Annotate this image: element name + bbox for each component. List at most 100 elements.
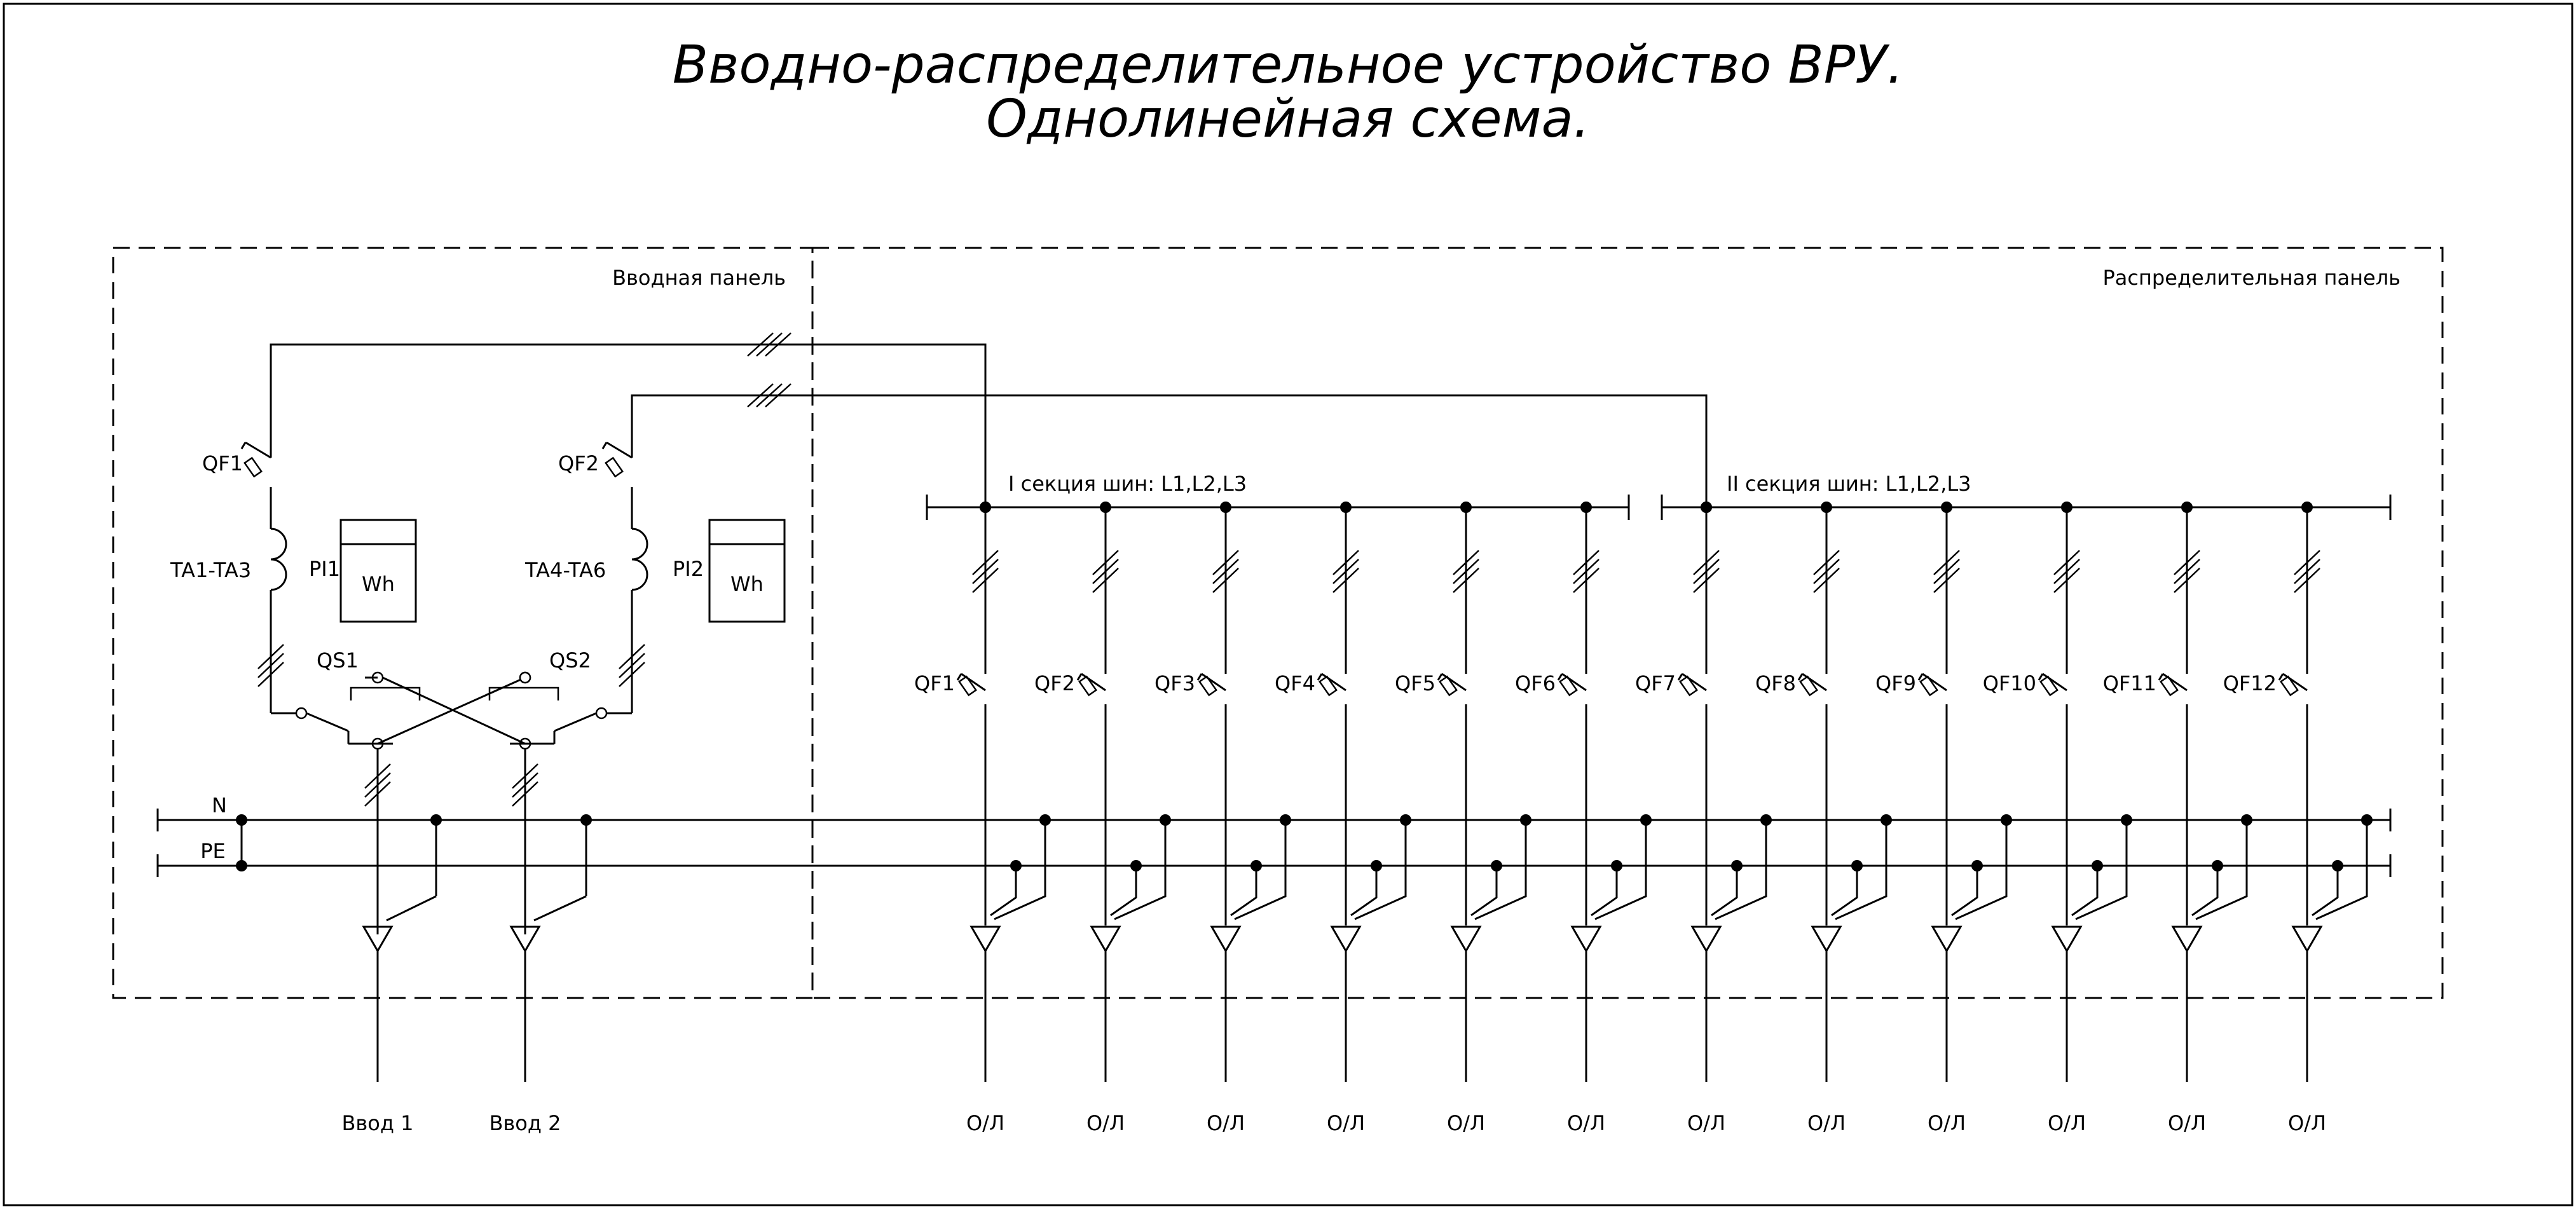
pe-conductor	[990, 866, 1017, 917]
cable-termination-symbol	[509, 926, 541, 953]
feeder-output-label: О/Л	[1807, 1111, 1846, 1135]
breaker-contact-tip	[1196, 673, 1203, 681]
input-1-breaker-label: QF1	[202, 451, 243, 475]
three-phase-tick	[1212, 568, 1239, 593]
meter-box	[708, 519, 786, 623]
three-phase-mark	[2174, 550, 2200, 593]
pe-conductor	[1230, 866, 1257, 917]
neutral-conductor	[2195, 820, 2248, 920]
three-phase-tick	[2053, 550, 2080, 575]
cable-termination-symbol	[1570, 926, 1602, 953]
feeder-breaker-symbol	[1437, 673, 1467, 697]
three-phase-mark	[1092, 550, 1119, 593]
input-1-output-label: Ввод 1	[341, 1111, 413, 1135]
three-phase-tick	[1693, 559, 1720, 584]
breaker-release	[1919, 675, 1938, 697]
feeder-breaker-symbol	[2038, 673, 2067, 697]
breaker-contact-tip	[2278, 673, 2284, 681]
feeder-breaker-label: QF8	[1755, 671, 1796, 695]
three-phase-tick	[2053, 568, 2080, 593]
feeder-breaker-label: QF2	[1034, 671, 1075, 695]
breaker-release	[1078, 675, 1097, 697]
cable-termination-symbol	[1690, 926, 1722, 953]
neutral-conductor	[1715, 820, 1767, 920]
current-transformer-symbol	[631, 528, 648, 591]
cable-termination-symbol	[1931, 926, 1963, 953]
breaker-release	[2280, 675, 2299, 697]
feeder-output-label: О/Л	[2168, 1111, 2206, 1135]
three-phase-tick	[1813, 550, 1840, 575]
cable-termination-symbol	[1450, 926, 1482, 953]
cable-termination-symbol	[362, 926, 394, 953]
three-phase-tick	[972, 550, 999, 575]
cable-termination-symbol	[2051, 926, 2083, 953]
pe-conductor	[1711, 866, 1738, 917]
three-phase-tick	[972, 568, 999, 593]
three-phase-tick	[1092, 550, 1119, 575]
neutral-conductor	[1114, 820, 1167, 920]
feeder-breaker-label: QF1	[914, 671, 955, 695]
three-phase-mark	[1813, 550, 1840, 593]
three-phase-tick	[1453, 559, 1479, 584]
pe-conductor	[1951, 866, 1978, 917]
pe-conductor	[2071, 866, 2099, 917]
feeder-breaker-label: QF6	[1515, 671, 1556, 695]
pe-conductor	[1591, 866, 1618, 917]
feeder-breaker-symbol	[1797, 673, 1827, 697]
meter-unit-label: Wh	[730, 572, 764, 596]
feeder-output-label: О/Л	[1687, 1111, 1725, 1135]
busbar-section-2-label: II секция шин: L1,L2,L3	[1727, 472, 1971, 496]
n-pe-link-node	[236, 860, 247, 871]
pe-conductor	[1110, 866, 1137, 917]
breaker-release	[1319, 675, 1338, 697]
feeder-breaker-label: QF9	[1875, 671, 1916, 695]
three-phase-tick	[1092, 568, 1119, 593]
n-bus-junction	[430, 814, 442, 826]
cable-termination-symbol	[1210, 926, 1242, 953]
feeder-breaker-symbol	[1557, 673, 1587, 697]
cable-termination-symbol	[1811, 926, 1842, 953]
feeder-breaker-label: QF12	[2223, 671, 2277, 695]
breaker-contact-tip	[956, 673, 963, 681]
supply-line-1	[270, 343, 987, 507]
three-phase-tick	[1933, 550, 1960, 575]
cable-termination-symbol	[969, 926, 1001, 953]
neutral-conductor	[1234, 820, 1287, 920]
n-bus-label: N	[212, 793, 227, 817]
terminal	[295, 707, 308, 720]
three-phase-mark	[2053, 550, 2080, 593]
three-phase-tick	[1933, 559, 1960, 584]
breaker-contact-tip	[1797, 673, 1804, 681]
breaker-contact-tip	[1677, 673, 1683, 681]
feeder-breaker-symbol	[1196, 673, 1226, 697]
terminal	[595, 707, 608, 720]
three-phase-tick	[1573, 559, 1600, 584]
three-phase-mark	[1693, 550, 1720, 593]
three-phase-tick	[2174, 559, 2200, 584]
neutral-conductor	[1955, 820, 2008, 920]
three-phase-tick	[2294, 559, 2320, 584]
feeder-group: QF1О/ЛQF2О/ЛQF3О/ЛQF4О/ЛQF5О/ЛQF6О/ЛQF7О…	[914, 502, 2373, 1135]
breaker-contact-tip	[1317, 673, 1323, 681]
input-2-switch-label: QS2	[549, 648, 591, 673]
three-phase-tick	[2294, 550, 2320, 575]
breaker-contact-tip	[1557, 673, 1563, 681]
neutral-conductor	[1594, 820, 1647, 920]
three-phase-tick	[2174, 568, 2200, 593]
drawing-frame	[3, 3, 2573, 1206]
three-phase-tick	[1933, 568, 1960, 593]
three-phase-mark	[2294, 550, 2320, 593]
supply-line-2	[631, 394, 1708, 507]
three-phase-tick	[2294, 568, 2320, 593]
input-2-ct-label: TA4-TA6	[524, 558, 606, 582]
feeder-breaker-label: QF11	[2103, 671, 2156, 695]
three-phase-mark	[1453, 550, 1479, 593]
three-phase-tick	[2174, 550, 2200, 575]
